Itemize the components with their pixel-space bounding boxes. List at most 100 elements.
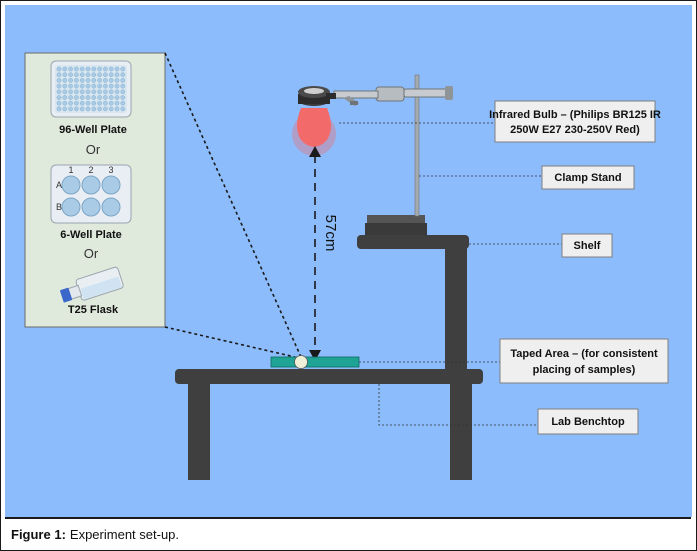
well — [56, 78, 62, 83]
well — [114, 83, 120, 89]
well — [68, 89, 73, 95]
well — [62, 100, 68, 106]
or-label-1: Or — [86, 142, 101, 157]
6-well-plate-icon: A B 1 2 3 — [50, 164, 132, 224]
well — [103, 106, 108, 112]
well — [74, 83, 79, 89]
well — [114, 100, 120, 106]
well — [114, 95, 120, 100]
well — [108, 106, 114, 112]
lab-benchtop — [175, 369, 483, 480]
label-bulb: Infrared Bulb – (Philips BR125 IR 250W E… — [489, 100, 661, 143]
well — [62, 78, 68, 83]
label-shelf: Shelf — [561, 233, 613, 258]
well — [56, 95, 62, 100]
well — [108, 83, 114, 89]
well-col-2: 2 — [88, 165, 93, 175]
well — [79, 89, 85, 95]
well — [114, 72, 120, 77]
item-96-well-label: 96-Well Plate — [59, 124, 127, 136]
well — [85, 78, 91, 83]
well — [97, 66, 102, 72]
96-well-plate-icon — [50, 60, 132, 118]
well — [68, 83, 73, 89]
label-benchtop: Lab Benchtop — [537, 408, 639, 435]
well — [103, 100, 108, 106]
well — [62, 66, 68, 72]
well — [79, 95, 85, 100]
distance-arrow — [309, 146, 321, 361]
well — [85, 72, 91, 77]
well — [91, 100, 97, 106]
well — [74, 106, 79, 112]
taped-label-line2: placing of samples) — [533, 364, 636, 376]
item-t25-flask-label: T25 Flask — [68, 304, 119, 316]
well — [108, 78, 114, 83]
well — [85, 89, 91, 95]
well — [68, 72, 73, 77]
well — [74, 66, 79, 72]
well — [62, 89, 68, 95]
well — [68, 100, 73, 106]
experiment-diagram: 96-Well Plate Or A B 1 2 3 6-Well Plate … — [5, 5, 692, 517]
shelf-label: Shelf — [574, 240, 601, 252]
well — [108, 66, 114, 72]
well — [56, 100, 62, 106]
well — [120, 72, 126, 77]
well — [91, 106, 97, 112]
shelf — [357, 235, 469, 370]
well — [79, 106, 85, 112]
clamp-label: Clamp Stand — [554, 172, 621, 184]
well — [120, 106, 126, 112]
well-row-a: A — [56, 180, 62, 190]
t25-flask-icon — [60, 266, 124, 303]
bulb-label-line2: 250W E27 230-250V Red) — [510, 124, 640, 136]
well — [108, 72, 114, 77]
well — [97, 78, 102, 83]
well-col-1: 1 — [68, 165, 73, 175]
well — [79, 100, 85, 106]
well — [68, 95, 73, 100]
bench-label: Lab Benchtop — [551, 416, 625, 428]
well — [85, 95, 91, 100]
bulb-label-line1: Infrared Bulb – (Philips BR125 IR — [489, 109, 661, 121]
infrared-bulb — [292, 86, 336, 156]
well — [120, 66, 126, 72]
taped-area — [270, 356, 360, 368]
well — [97, 95, 102, 100]
well — [79, 83, 85, 89]
well — [62, 72, 68, 77]
well — [85, 66, 91, 72]
well — [97, 72, 102, 77]
well — [97, 83, 102, 89]
well — [91, 66, 97, 72]
well — [56, 72, 62, 77]
well — [120, 78, 126, 83]
well — [91, 72, 97, 77]
item-6-well-label: 6-Well Plate — [60, 229, 122, 241]
caption-figure-number: Figure 1: — [11, 526, 66, 542]
well — [62, 106, 68, 112]
well — [120, 95, 126, 100]
well — [108, 100, 114, 106]
well — [91, 78, 97, 83]
well — [74, 100, 79, 106]
well — [91, 83, 97, 89]
clamp-stand — [333, 74, 453, 235]
well — [120, 83, 126, 89]
label-clamp: Clamp Stand — [541, 165, 635, 190]
well — [91, 89, 97, 95]
well — [103, 95, 108, 100]
well — [74, 89, 79, 95]
well — [103, 89, 108, 95]
well — [103, 72, 108, 77]
well — [120, 100, 126, 106]
well — [97, 100, 102, 106]
leader-lines — [339, 122, 562, 426]
well — [114, 66, 120, 72]
well — [68, 66, 73, 72]
well — [120, 89, 126, 95]
well — [103, 78, 108, 83]
well — [79, 66, 85, 72]
